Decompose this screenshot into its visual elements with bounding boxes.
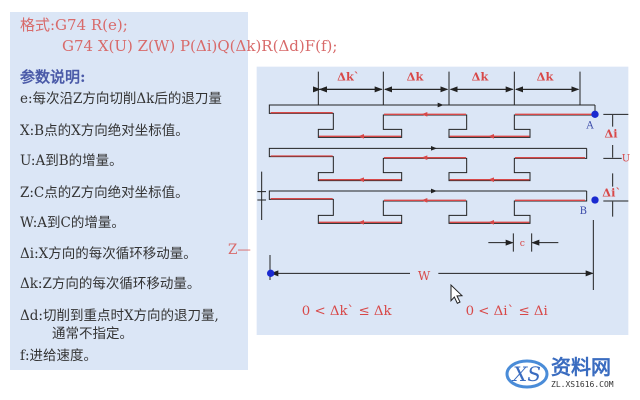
logo: XS 资料网 ZL.XS1616.COM xyxy=(505,355,614,389)
u-label: U xyxy=(622,154,630,165)
point-a-label: A xyxy=(585,120,594,131)
param-z: Z:C点的Z方向绝对坐标值。 xyxy=(20,185,189,201)
direction-arrow-icon xyxy=(431,146,437,151)
dk-dimensions xyxy=(318,71,581,105)
di-dimensions xyxy=(603,113,629,217)
workpiece-outline xyxy=(268,190,588,224)
direction-arrow-icon xyxy=(488,134,494,139)
cutting-row xyxy=(268,146,588,182)
w-label: W xyxy=(418,269,431,283)
di-prime-label: Δi` xyxy=(602,186,621,200)
direction-arrow-icon xyxy=(358,134,364,139)
z-fragment: Z— xyxy=(228,242,251,258)
direction-arrow-icon xyxy=(421,112,428,117)
format-line-1: 格式:G74 R(e); xyxy=(20,16,128,34)
format-line-2: G74 X(U) Z(W) P(Δi)Q(Δk)R(Δd)F(f); xyxy=(62,37,338,55)
logo-mark: XS xyxy=(511,362,541,386)
direction-arrow-icon xyxy=(437,102,444,108)
di-label: Δi xyxy=(604,126,618,140)
param-e: e:每次沿Z方向切削Δk后的退刀量 xyxy=(20,91,222,107)
cutting-row xyxy=(268,102,596,139)
point-c xyxy=(267,269,275,277)
dk-label-2: Δk xyxy=(407,70,425,84)
logo-url: ZL.XS1616.COM xyxy=(551,380,614,389)
dk-label-1: Δk` xyxy=(337,70,359,84)
cursor-icon xyxy=(450,283,464,305)
dk-label-3: Δk xyxy=(472,70,490,84)
constraint-k: 0 < Δk` ≤ Δk xyxy=(302,304,393,319)
param-u: U:A到B的增量。 xyxy=(20,153,123,169)
c-dimension xyxy=(488,233,559,252)
c-label: c xyxy=(520,238,525,249)
direction-arrow-icon xyxy=(421,198,428,203)
small-dimension xyxy=(257,171,266,220)
direction-arrow-icon xyxy=(421,155,428,160)
param-f: f:进给速度。 xyxy=(20,348,98,364)
direction-arrow-icon xyxy=(488,220,494,225)
direction-arrow-icon xyxy=(358,220,364,225)
param-delta-k: Δk:Z方向的每次循环移动量。 xyxy=(20,276,201,292)
direction-arrow-icon xyxy=(488,177,494,182)
workpiece-outline xyxy=(268,147,588,182)
cutting-row xyxy=(268,188,588,225)
g74-cycle-diagram: Δk` Δk Δk Δk Δi U Δi` A B c W 0 < Δk` ≤ … xyxy=(256,66,630,336)
direction-arrow-icon xyxy=(358,177,364,182)
params-heading: 参数说明: xyxy=(20,68,86,86)
direction-arrow-icon xyxy=(431,188,437,194)
point-a xyxy=(591,110,599,118)
workpiece-outline xyxy=(268,104,596,138)
logo-name: 资料网 xyxy=(551,355,611,379)
constraint-i: 0 < Δi` ≤ Δi xyxy=(466,304,548,319)
param-x: X:B点的X方向绝对坐标值。 xyxy=(20,123,189,139)
param-delta-i: Δi:X方向的每次循环移动量。 xyxy=(20,246,197,262)
logo-ring-icon xyxy=(505,359,549,389)
parameter-panel: 格式:G74 R(e); G74 X(U) Z(W) P(Δi)Q(Δk)R(Δ… xyxy=(10,12,337,370)
param-w: W:A到C的增量。 xyxy=(20,215,125,231)
point-b-label: B xyxy=(580,206,587,217)
param-delta-d-note: 通常不指定。 xyxy=(52,326,133,342)
point-b xyxy=(591,196,599,204)
param-delta-d: Δd:切削到重点时X方向的退刀量, xyxy=(20,308,219,324)
dk-label-4: Δk xyxy=(537,70,555,84)
